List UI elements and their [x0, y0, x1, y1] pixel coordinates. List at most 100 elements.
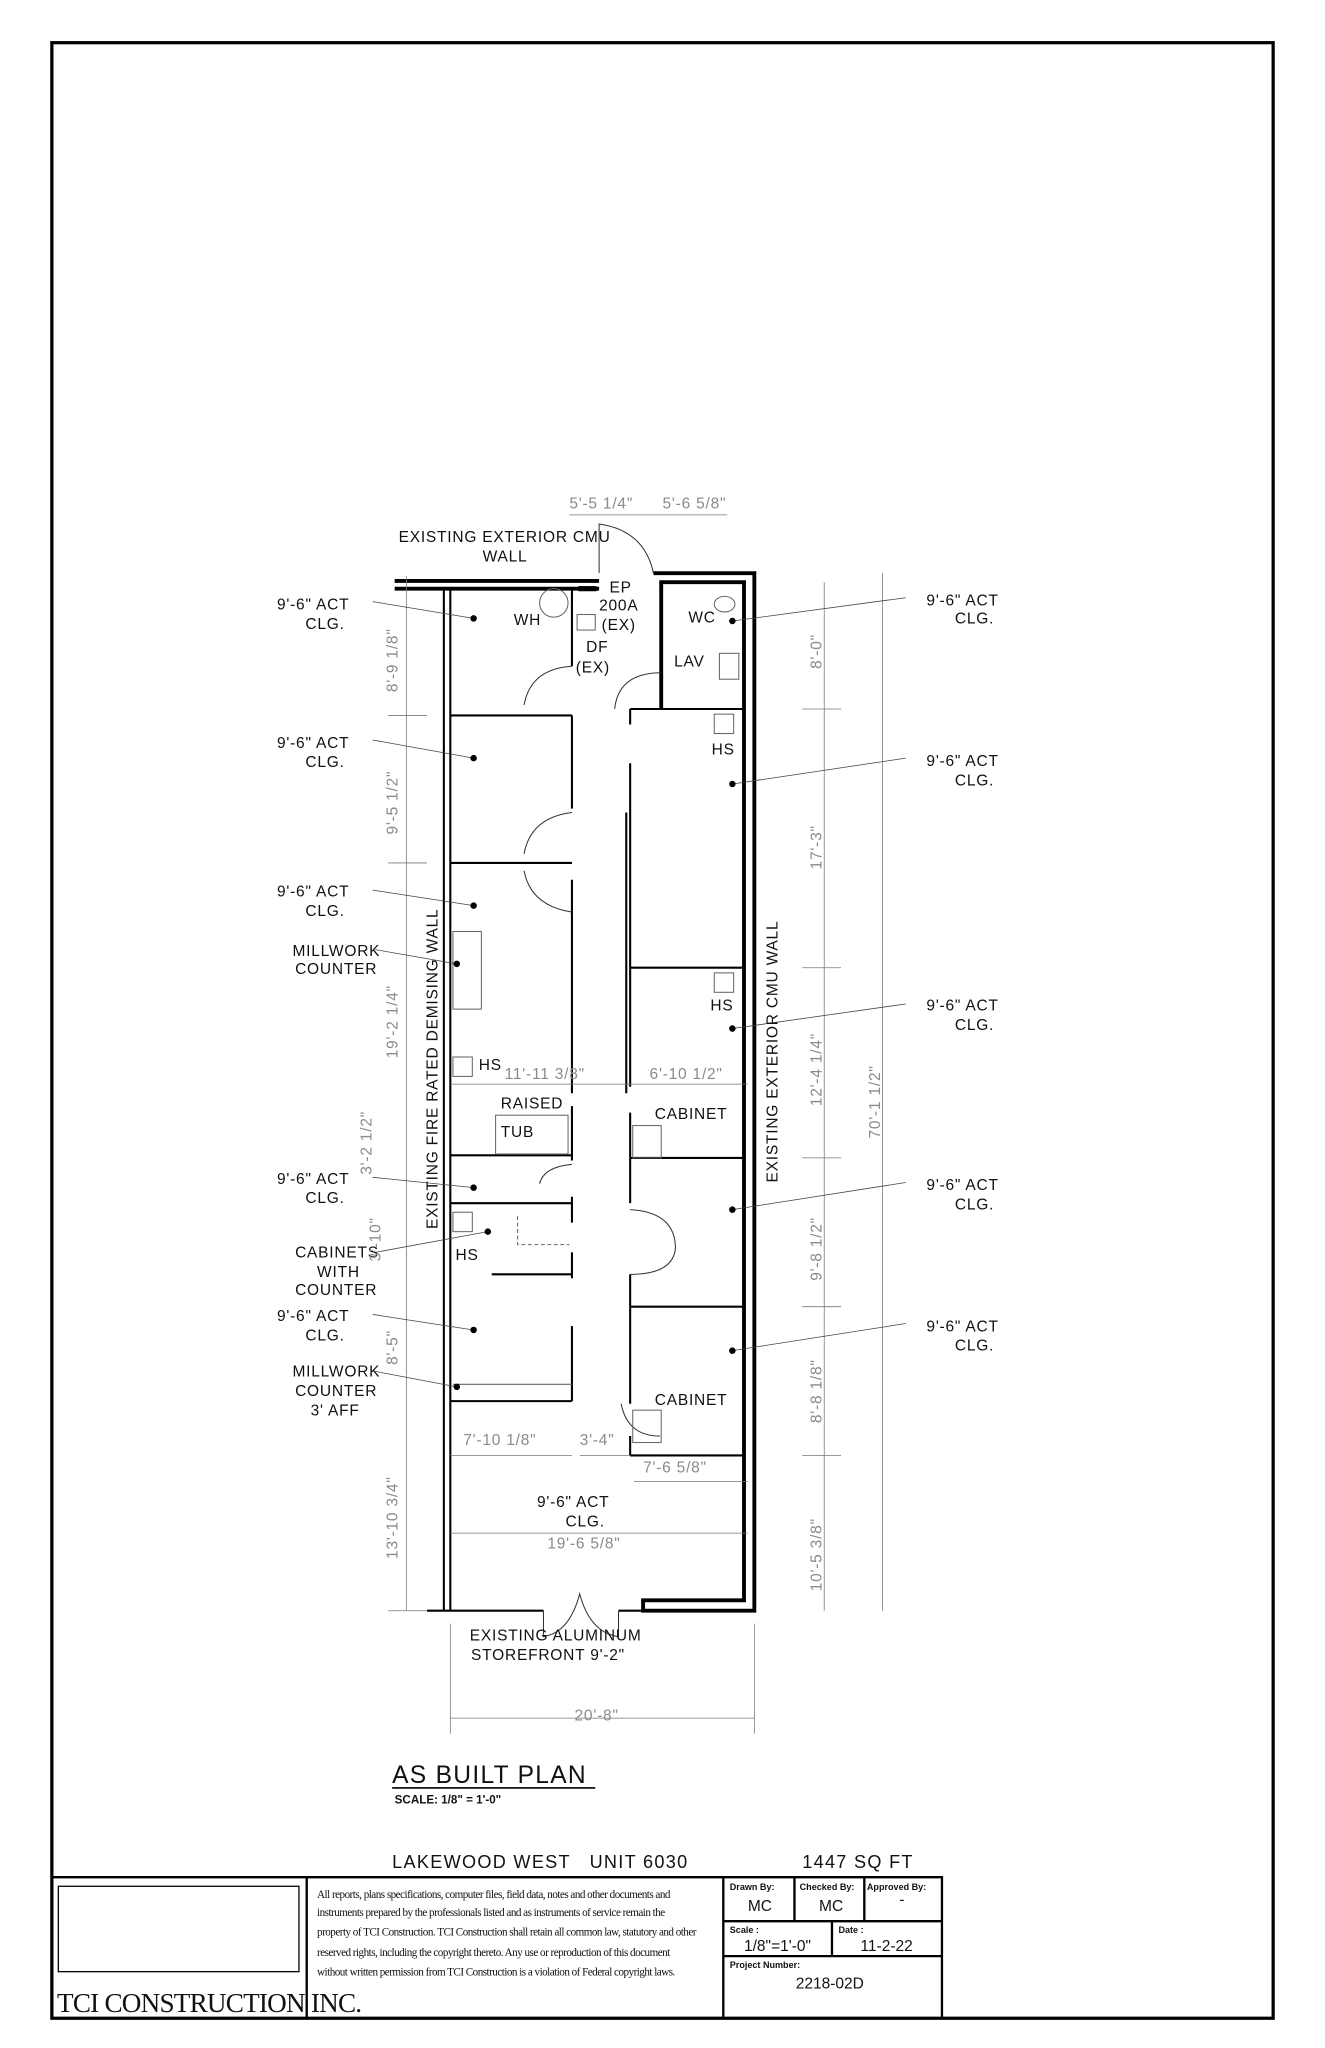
ceiling-label: CLG. [955, 1338, 994, 1355]
copyright-line: instruments prepared by the professional… [317, 1907, 665, 1919]
date-label: Date : [838, 1925, 863, 1935]
ceiling-leaders [372, 597, 906, 1391]
dim-label: 11'-11 3/8" [505, 1066, 585, 1083]
note: TUB [501, 1124, 534, 1141]
toilet [713, 595, 736, 613]
note: 3' AFF [311, 1402, 360, 1419]
hand-sink [713, 713, 735, 735]
dim-label: 20'-8" [575, 1708, 619, 1725]
scale-value: 1/8"=1'-0" [744, 1938, 811, 1955]
note: DF [586, 639, 608, 656]
note: COUNTER [295, 961, 377, 978]
note: STOREFRONT 9'-2" [471, 1647, 625, 1664]
dim-label: 7'-10 1/8" [463, 1432, 536, 1449]
ceiling-label: 9'-6" ACT [926, 997, 998, 1014]
note: 200A [599, 598, 638, 615]
note: EP [609, 580, 631, 597]
dim-label: 6'-10 1/2" [650, 1066, 723, 1083]
ceiling-label: CLG. [305, 616, 344, 633]
ceiling-label: 9'-6" ACT [926, 592, 998, 609]
dim-label: 3'-2 1/2" [358, 1111, 375, 1175]
right-exterior-wall [641, 571, 757, 1613]
hand-sink [452, 1211, 473, 1233]
ceiling-label: 9'-6" ACT [926, 1177, 998, 1194]
plan-notes: MILLWORK COUNTER CABINETS WITH COUNTER M… [292, 580, 781, 1664]
note: HS [712, 741, 735, 758]
company-name: TCI CONSTRUCTION INC. [57, 1988, 361, 2018]
note: CABINET [655, 1106, 728, 1123]
dim-label: 17'-3" [809, 825, 826, 869]
note: COUNTER [295, 1282, 377, 1299]
hand-sink [713, 972, 735, 993]
hand-sink [452, 1056, 473, 1077]
approved-by: - [899, 1891, 904, 1908]
ceiling-label: 9'-6" ACT [277, 596, 349, 613]
raised-tub [495, 1114, 569, 1155]
ceiling-label: 9'-6" ACT [926, 1318, 998, 1335]
note: HS [456, 1247, 479, 1264]
floor-plan: 5'-5 1/4" 5'-6 5/8" EXISTING EXTERIOR CM… [277, 495, 998, 1806]
top-wall-label-2: WALL [483, 548, 528, 565]
cabinet [632, 1409, 662, 1444]
dim-label: 12'-4 1/4" [809, 1033, 826, 1106]
note: WITH [317, 1264, 360, 1281]
project-number: 2218-02D [796, 1975, 864, 1992]
note: HS [710, 997, 733, 1014]
checked-by: MC [819, 1898, 843, 1915]
dim-label: 9'-5 1/2" [384, 771, 401, 835]
top-wall-label: EXISTING EXTERIOR CMU [399, 529, 611, 546]
left-demising-wall [442, 588, 452, 1611]
dim-label: 9'-8 1/2" [809, 1217, 826, 1281]
drinking-fountain [576, 614, 596, 631]
plan-scale: SCALE: 1/8" = 1'-0" [395, 1793, 502, 1806]
cabinets-counter [517, 1216, 570, 1246]
millwork-counter [452, 930, 482, 1010]
approved-by-label: Approved By: [867, 1882, 926, 1892]
title-block: TCI CONSTRUCTION INC. All reports, plans… [51, 1876, 944, 2019]
left-wall-label: EXISTING FIRE RATED DEMISING WALL [424, 909, 441, 1229]
dim-label: 8'-0" [809, 634, 826, 669]
dim-label: 10'-5 3/8" [809, 1518, 826, 1591]
note: WH [514, 612, 541, 629]
drawn-by: MC [748, 1898, 772, 1915]
drawn-by-label: Drawn By: [730, 1882, 775, 1892]
dim-label: 3'-10" [367, 1217, 384, 1261]
plan-title: AS BUILT PLAN [392, 1762, 587, 1789]
note: HS [479, 1057, 502, 1074]
note: CABINETS [295, 1245, 379, 1262]
note: COUNTER [295, 1383, 377, 1400]
copyright-line: property of TCI Construction. TCI Constr… [317, 1926, 697, 1938]
project-number-label: Project Number: [730, 1960, 800, 1970]
ceiling-label: 9'-6" ACT [277, 1308, 349, 1325]
note: WC [688, 609, 715, 626]
electric-panel [578, 586, 597, 592]
ceiling-label: CLG. [305, 903, 344, 920]
dim-label: 19'-2 1/4" [384, 985, 401, 1058]
lavatory [718, 652, 740, 680]
rear-door-swing [598, 523, 654, 574]
ceiling-label: CLG. [955, 611, 994, 628]
note: (EX) [602, 617, 636, 634]
ceiling-label: 9'-6" ACT [277, 1171, 349, 1188]
ceiling-label: CLG. [955, 772, 994, 789]
left-partitions [450, 588, 573, 1403]
dim-label: 8'-9 1/8" [384, 628, 401, 692]
note: MILLWORK [292, 1364, 380, 1381]
note: MILLWORK [292, 943, 380, 960]
ceiling-label: CLG. [955, 1197, 994, 1214]
cabinet [632, 1125, 662, 1159]
project-area: 1447 SQ FT [802, 1852, 914, 1872]
note: (EX) [576, 660, 610, 677]
dim-label: 13'-10 3/4" [384, 1476, 401, 1559]
ceiling-label: CLG. [565, 1514, 604, 1531]
scale-label: Scale : [730, 1925, 759, 1935]
date-value: 11-2-22 [860, 1938, 912, 1955]
ceiling-label: CLG. [305, 1190, 344, 1207]
dim-label: 3'-4" [580, 1432, 615, 1449]
right-partitions [625, 707, 745, 1457]
dim-label: 19'-6 5/8" [547, 1536, 620, 1553]
entry-door-swing [542, 1591, 620, 1638]
dim-label: 7'-6 5/8" [643, 1459, 707, 1476]
copyright-line: reserved rights, including the copyright… [317, 1947, 671, 1959]
